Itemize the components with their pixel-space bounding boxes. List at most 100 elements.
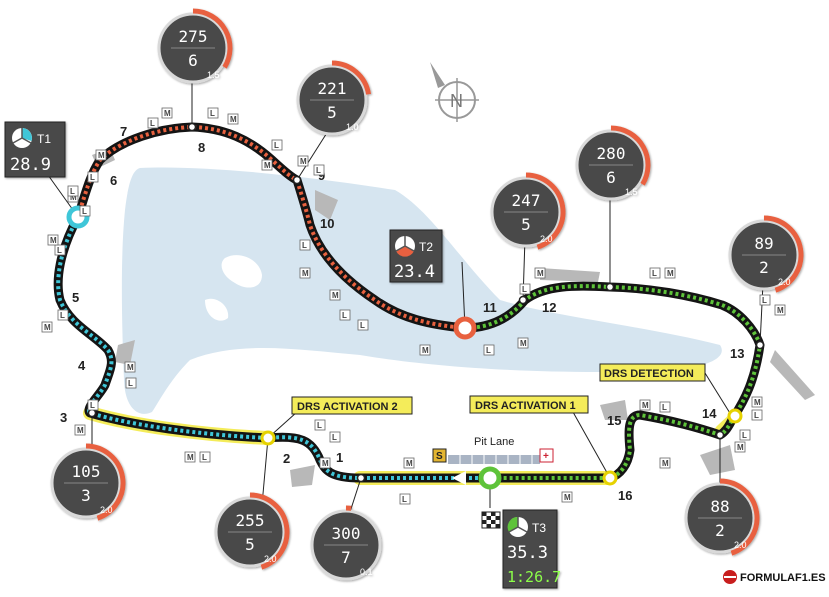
sector-2-marker — [453, 316, 477, 340]
svg-text:L: L — [317, 421, 322, 430]
turn-4-label: 4 — [78, 358, 86, 373]
brake-marker-m: M — [664, 267, 676, 279]
svg-text:T3: T3 — [532, 521, 546, 535]
brake-marker-l: L — [339, 309, 351, 321]
g-force-arc — [249, 492, 290, 570]
turn-11-label: 11 — [483, 300, 497, 315]
brake-marker-l: L — [199, 451, 211, 463]
gauge-speed: 88 — [710, 497, 729, 516]
g-force-arc — [85, 443, 126, 521]
brake-marker-m: M — [774, 304, 786, 316]
svg-text:M: M — [642, 401, 649, 410]
svg-text:M: M — [564, 493, 571, 502]
svg-text:L: L — [210, 109, 215, 118]
svg-text:M: M — [77, 426, 84, 435]
drs-point-2 — [260, 430, 276, 446]
svg-text:M: M — [754, 398, 761, 407]
svg-text:L: L — [128, 379, 133, 388]
brake-marker-m: M — [751, 396, 763, 408]
svg-text:M: M — [406, 459, 413, 468]
drs-detection-label: DRS DETECTION — [599, 363, 706, 382]
runoff — [315, 190, 338, 220]
runoff — [700, 445, 735, 475]
runoff — [290, 465, 315, 487]
gauge-gear: 2 — [759, 258, 769, 277]
svg-text:L: L — [360, 321, 365, 330]
brake-marker-m: M — [517, 337, 529, 349]
brake-marker-m: M — [184, 451, 196, 463]
brake-marker-m: M — [261, 159, 273, 171]
turn-14-label: 14 — [702, 406, 717, 421]
g-force-arc — [331, 60, 372, 95]
brake-marker-l: L — [147, 117, 159, 129]
brake-marker-l: L — [649, 267, 661, 279]
svg-text:L: L — [742, 431, 747, 440]
gauge-speed: 89 — [754, 234, 773, 253]
brake-marker-l: L — [739, 429, 751, 441]
gauge-gear: 2 — [715, 521, 725, 540]
brake-marker-m: M — [734, 441, 746, 453]
svg-text:L: L — [402, 495, 407, 504]
lake-island-2 — [205, 298, 229, 321]
brake-marker-m: M — [95, 149, 107, 161]
drs-activation-1-label: DRS ACTIVATION 1 — [469, 395, 589, 414]
brake-marker-l: L — [751, 409, 763, 421]
svg-text:M: M — [70, 193, 77, 202]
svg-text:M: M — [737, 443, 744, 452]
svg-text:N: N — [450, 91, 463, 111]
gauge-g-force: 1.5 — [625, 187, 638, 197]
brake-marker-l: L — [87, 171, 99, 183]
lake-island — [221, 255, 262, 288]
runoff — [600, 400, 628, 420]
svg-text:L: L — [522, 285, 527, 294]
brake-marker-m: M — [41, 321, 53, 333]
gauge-g-force: 2.0 — [540, 234, 553, 244]
brake-marker-l: L — [314, 419, 326, 431]
brake-marker-m: M — [403, 457, 415, 469]
brake-marker-l: L — [483, 344, 495, 356]
g-force-arc — [719, 478, 760, 556]
g-force-arc — [525, 172, 566, 250]
gauge-speed: 221 — [318, 79, 347, 98]
svg-text:35.3: 35.3 — [507, 543, 548, 563]
g-force-arc — [610, 125, 651, 186]
gauge-gear: 5 — [245, 535, 255, 554]
runoff — [770, 350, 815, 400]
corner-gauges: 27561.522151.024752.028061.58922.010532.… — [50, 8, 804, 581]
svg-text:FORMULAF1.ES: FORMULAF1.ES — [740, 572, 826, 584]
gauge-gear: 7 — [341, 548, 351, 567]
turn-6-label: 6 — [110, 173, 117, 188]
brake-marker-l: L — [79, 205, 91, 217]
brake-marker-l: L — [87, 399, 99, 411]
turn-1-label: 1 — [336, 450, 343, 465]
brake-marker-l: L — [357, 319, 369, 331]
sector-3-track — [464, 284, 763, 480]
turn-3-label: 3 — [60, 410, 67, 425]
brake-marker-m: M — [419, 344, 431, 356]
gauge-g-force: 2.0 — [778, 277, 791, 287]
svg-text:L: L — [60, 311, 65, 320]
brake-marker-m: M — [74, 424, 86, 436]
brake-marker-l: L — [125, 377, 137, 389]
brake-marker-l: L — [329, 431, 341, 443]
svg-text:L: L — [342, 311, 347, 320]
start-finish-marker — [478, 466, 502, 490]
svg-text:L: L — [486, 346, 491, 355]
brake-marker-m: M — [534, 267, 546, 279]
svg-text:M: M — [230, 115, 237, 124]
gauge-g-force: 0.1 — [360, 567, 373, 577]
lake — [121, 167, 722, 414]
runoff — [115, 340, 135, 365]
svg-text:L: L — [90, 173, 95, 182]
corner-dots — [87, 122, 765, 483]
gauge-g-force: 1.5 — [207, 70, 220, 80]
brake-marker-l: L — [659, 401, 671, 413]
svg-text:DRS DETECTION: DRS DETECTION — [604, 368, 694, 380]
svg-text:T1: T1 — [37, 132, 51, 146]
